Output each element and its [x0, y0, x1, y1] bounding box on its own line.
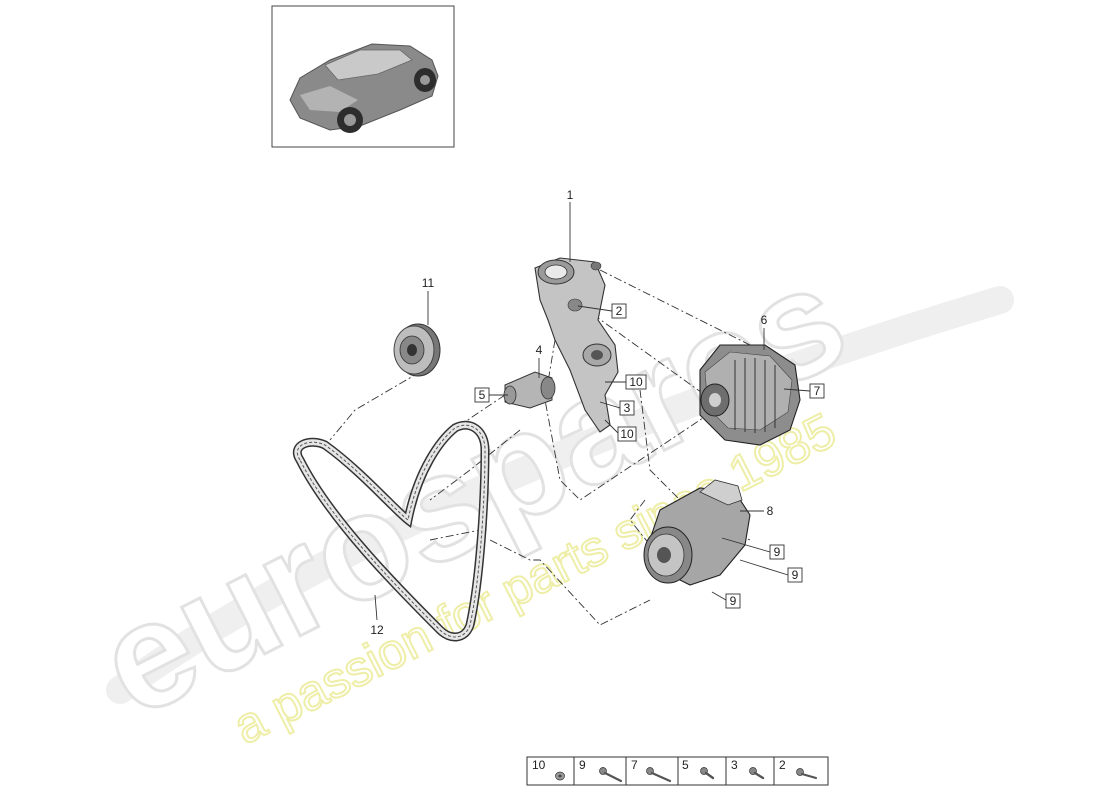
legend-label-3: 3: [731, 758, 738, 772]
callout-9b: 9: [792, 568, 799, 582]
callout-4: 4: [536, 343, 543, 357]
alternator: [699, 344, 801, 446]
callout-numbers: 1 2 3 4 5 6 7 8 9 9 9 10 10 11 12: [370, 188, 820, 637]
nut-icon: [555, 771, 565, 781]
drive-belt: [293, 420, 490, 642]
leader-lines: [374, 202, 811, 621]
callout-12: 12: [370, 623, 384, 637]
vehicle-thumbnail: [271, 5, 455, 148]
legend-label-2: 2: [779, 758, 786, 772]
short-bolt-icon: [749, 767, 765, 780]
legend-label-5: 5: [682, 758, 689, 772]
fastener-legend: 10 9 7 5 3 2: [526, 756, 829, 786]
callout-boxes: [474, 303, 825, 609]
callout-9c: 9: [730, 594, 737, 608]
callout-11: 11: [422, 276, 435, 290]
callout-2: 2: [616, 304, 623, 318]
crank-pulley: [393, 323, 441, 377]
callout-3: 3: [624, 401, 631, 415]
ac-compressor: [643, 479, 751, 586]
legend-label-9: 9: [579, 758, 586, 772]
callout-8: 8: [767, 504, 774, 518]
callout-7: 7: [814, 384, 821, 398]
callout-10b: 10: [620, 427, 634, 441]
watermark: eurospares a passion for parts since 198…: [72, 230, 1014, 756]
car-thumbnail-icon: [289, 43, 439, 133]
mounting-bracket: [534, 257, 619, 433]
long-bolt-icon: [599, 767, 623, 783]
bolt-icon: [796, 768, 818, 780]
callout-10a: 10: [629, 375, 643, 389]
long-bolt-icon: [646, 767, 672, 783]
legend-label-10: 10: [532, 758, 546, 772]
callout-5: 5: [479, 388, 486, 402]
callout-1: 1: [567, 188, 574, 202]
short-bolt-icon: [700, 767, 715, 780]
legend-label-7: 7: [631, 758, 638, 772]
callout-9a: 9: [774, 545, 781, 559]
callout-6: 6: [761, 313, 768, 327]
